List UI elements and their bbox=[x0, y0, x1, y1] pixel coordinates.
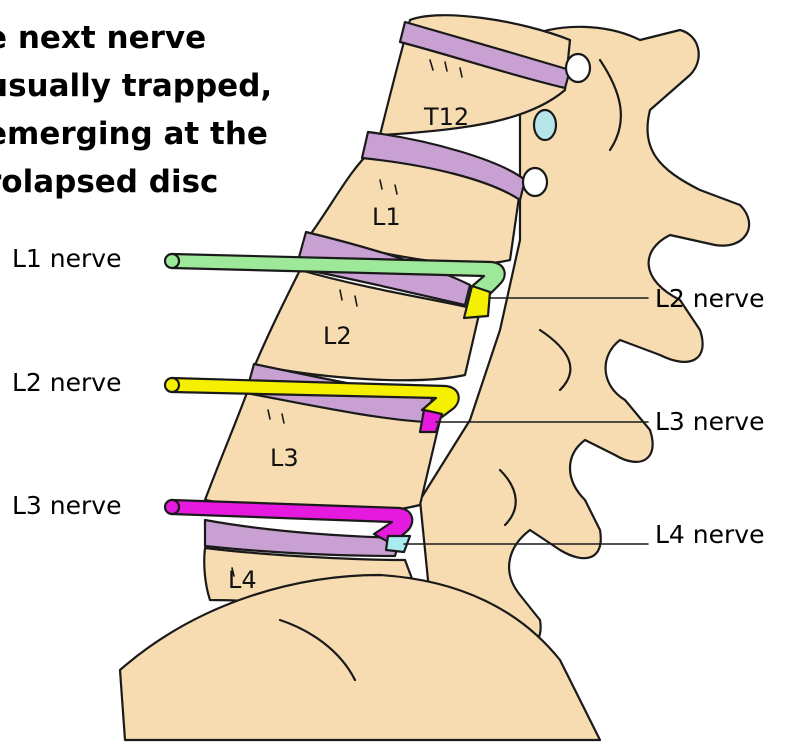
caption-line-2: usually trapped, bbox=[0, 62, 286, 110]
l3-nerve-end bbox=[165, 500, 179, 514]
foramen-l1 bbox=[523, 168, 547, 196]
caption: e next nerve usually trapped, emerging a… bbox=[0, 14, 286, 206]
caption-line-1: e next nerve bbox=[0, 14, 286, 62]
left-label-l3-nerve: L3 nerve bbox=[12, 491, 121, 520]
left-label-l1-nerve: L1 nerve bbox=[12, 244, 121, 273]
vertebra-label-l1: L1 bbox=[372, 203, 401, 231]
caption-line-4: rolapsed disc bbox=[0, 158, 286, 206]
foramen-t12 bbox=[534, 110, 556, 140]
right-label-l2-nerve: L2 nerve bbox=[655, 284, 764, 313]
right-label-l4-nerve: L4 nerve bbox=[655, 520, 764, 549]
vertebra-label-t12: T12 bbox=[424, 103, 469, 131]
caption-line-3: emerging at the bbox=[0, 110, 286, 158]
vertebra-label-l4: L4 bbox=[228, 566, 257, 594]
right-label-l3-nerve: L3 nerve bbox=[655, 407, 764, 436]
left-label-l2-nerve: L2 nerve bbox=[12, 368, 121, 397]
sacrum bbox=[120, 575, 600, 740]
l1-nerve-end bbox=[165, 254, 179, 268]
vertebra-label-l2: L2 bbox=[323, 322, 352, 350]
vertebra-label-l3: L3 bbox=[270, 444, 299, 472]
l2-nerve-end bbox=[165, 378, 179, 392]
foramen-upper bbox=[566, 54, 590, 82]
